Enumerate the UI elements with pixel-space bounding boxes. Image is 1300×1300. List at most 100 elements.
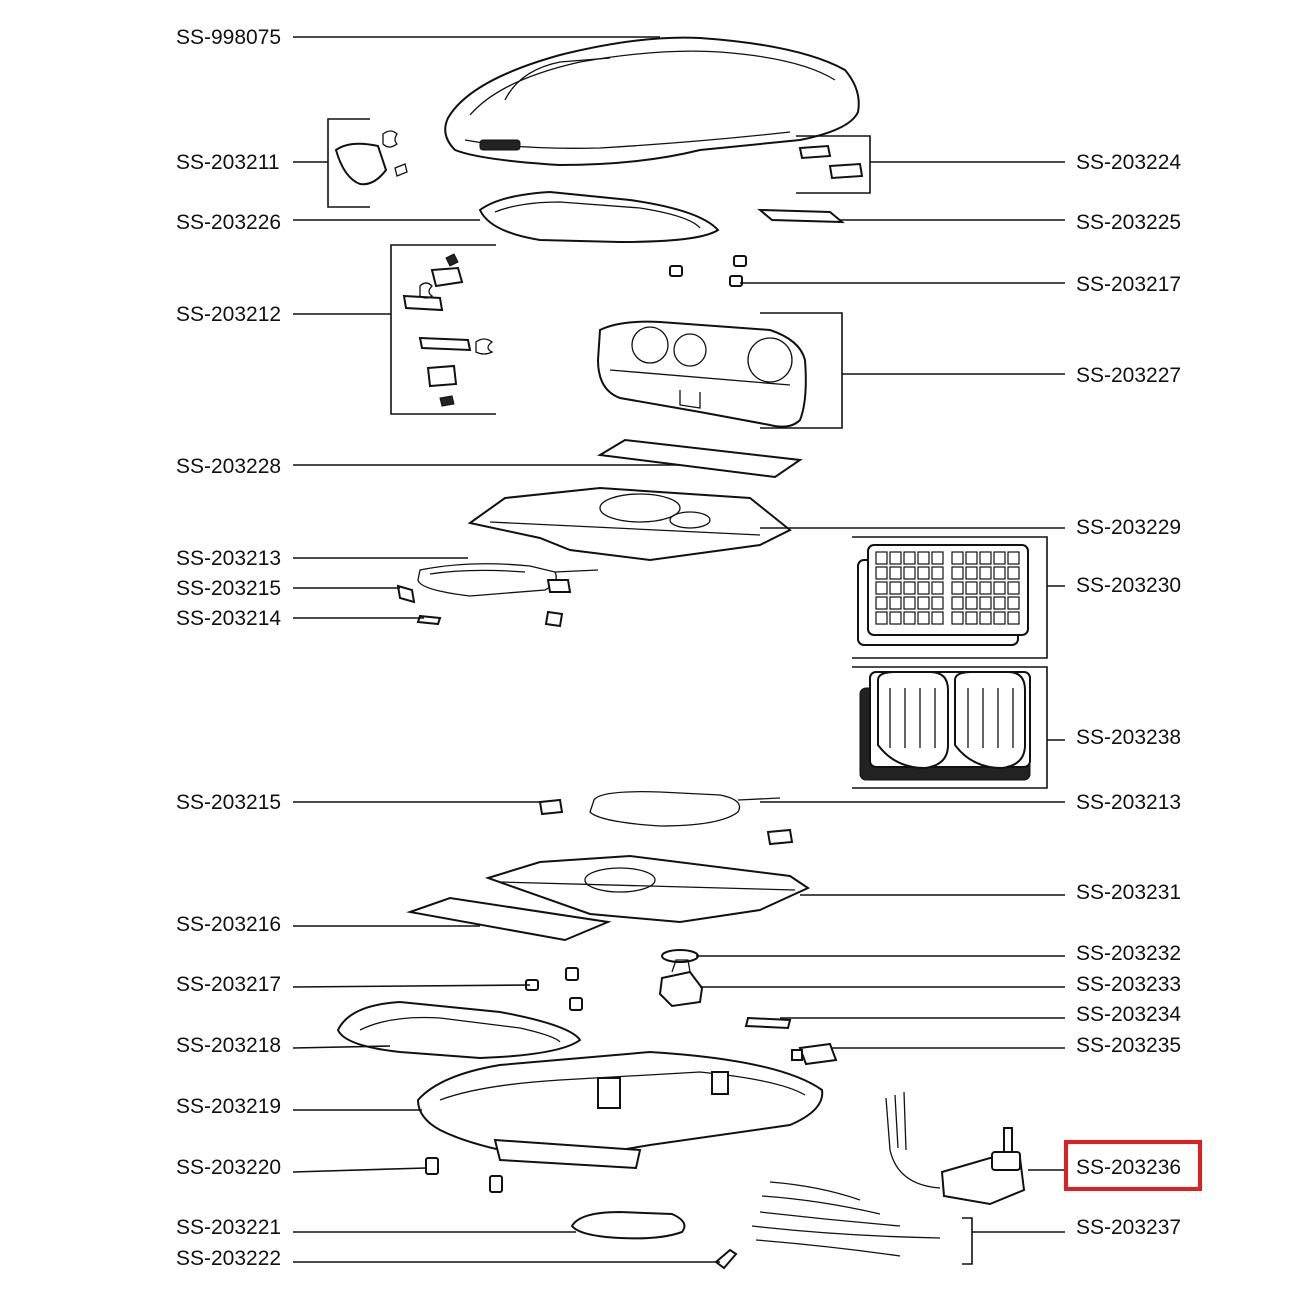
waffle-cell — [993, 551, 1006, 565]
bushings-bottom-part — [525, 967, 583, 1011]
label-ss-203229: SS-203229 — [1076, 516, 1181, 539]
label-ss-203233: SS-203233 — [1076, 973, 1181, 996]
top-lid-part — [444, 36, 860, 167]
label-ss-203228: SS-203228 — [176, 455, 281, 478]
waffle-cell — [889, 551, 902, 565]
label-ss-203222: SS-203222 — [176, 1247, 281, 1270]
waffle-cell — [931, 611, 944, 625]
leader-lines — [292, 36, 1065, 1265]
waffle-cell — [889, 611, 902, 625]
waffle-cell — [993, 611, 1006, 625]
waffle-cell — [917, 551, 930, 565]
waffle-cell — [903, 566, 916, 580]
highlight-box — [1064, 1140, 1202, 1191]
part-labels: SS-998075 SS-203211 SS-203226 SS-203212 … — [176, 26, 1181, 1270]
label-ss-203216: SS-203216 — [176, 913, 281, 936]
label-ss-203227: SS-203227 — [1076, 364, 1181, 387]
label-ss-203237: SS-203237 — [1076, 1216, 1181, 1239]
waffle-cell — [875, 551, 888, 565]
waffle-cell — [1007, 581, 1020, 595]
waffle-cell — [903, 581, 916, 595]
waffle-cell — [993, 581, 1006, 595]
waffle-cell — [931, 596, 944, 610]
waffle-cell — [903, 596, 916, 610]
waffle-cell — [979, 581, 992, 595]
waffle-cell — [917, 596, 930, 610]
waffle-cell — [1007, 596, 1020, 610]
bracket-part — [744, 1016, 792, 1030]
waffle-cell — [889, 566, 902, 580]
thermostat-part — [658, 959, 704, 1008]
label-ss-203231: SS-203231 — [1076, 881, 1181, 904]
lower-frame-part — [336, 1000, 582, 1060]
handle-part — [334, 130, 408, 186]
waffle-cell — [993, 596, 1006, 610]
label-ss-203215-top: SS-203215 — [176, 577, 281, 600]
label-ss-203235: SS-203235 — [1076, 1034, 1181, 1057]
screw-part — [714, 1248, 738, 1270]
waffle-cell — [1007, 611, 1020, 625]
label-ss-203213-bottom: SS-203213 — [1076, 791, 1181, 814]
waffle-cell — [903, 551, 916, 565]
waffle-cell — [903, 611, 916, 625]
base-part — [416, 1050, 824, 1170]
label-ss-203219: SS-203219 — [176, 1095, 281, 1118]
waffle-plates-part — [857, 544, 1029, 646]
insulation-sheet-part — [597, 438, 803, 479]
waffle-cell — [875, 566, 888, 580]
waffle-cell — [917, 611, 930, 625]
label-ss-203215-bottom: SS-203215 — [176, 791, 281, 814]
bushings-top-part — [669, 255, 747, 287]
label-ss-203213-top: SS-203213 — [176, 547, 281, 570]
waffle-cell — [875, 596, 888, 610]
label-ss-203230: SS-203230 — [1076, 574, 1181, 597]
waffle-cell — [979, 566, 992, 580]
latch-set-part — [402, 253, 494, 407]
heating-element-top-part — [417, 563, 599, 597]
label-ss-203224: SS-203224 — [1076, 151, 1181, 174]
label-ss-203212: SS-203212 — [176, 303, 281, 326]
label-ss-998075: SS-998075 — [176, 26, 281, 49]
waffle-cell — [951, 581, 964, 595]
label-ss-203221: SS-203221 — [176, 1216, 281, 1239]
label-ss-203211: SS-203211 — [176, 151, 280, 174]
waffle-cell — [917, 566, 930, 580]
cover-plate-part — [570, 1210, 686, 1240]
waffle-cell — [889, 596, 902, 610]
switch-part — [791, 1042, 838, 1066]
waffle-cell — [931, 566, 944, 580]
waffle-cell — [951, 611, 964, 625]
waffle-cell — [965, 581, 978, 595]
upper-carrier-part — [467, 486, 792, 562]
label-ss-203234: SS-203234 — [1076, 1003, 1181, 1026]
lower-carrier-part — [484, 854, 811, 924]
heating-element-bottom-part — [538, 791, 794, 846]
hinge-caps-part — [798, 144, 864, 180]
internal-wires-part — [751, 1181, 941, 1257]
waffle-cell — [951, 551, 964, 565]
feet-part — [425, 1157, 503, 1193]
waffle-cell — [965, 611, 978, 625]
label-ss-203238: SS-203238 — [1076, 726, 1181, 749]
waffle-cell — [993, 566, 1006, 580]
label-ss-203226: SS-203226 — [176, 211, 281, 234]
label-ss-203217-bottom: SS-203217 — [176, 973, 281, 996]
waffle-cell — [951, 596, 964, 610]
lid-frame-part — [478, 190, 720, 244]
waffle-cell — [1007, 566, 1020, 580]
power-cord-part — [885, 1091, 1026, 1206]
waffle-cell — [917, 581, 930, 595]
label-ss-203225: SS-203225 — [1076, 211, 1181, 234]
waffle-cell — [875, 611, 888, 625]
waffle-cell — [979, 596, 992, 610]
waffle-cell — [965, 596, 978, 610]
waffle-cell — [979, 551, 992, 565]
label-ss-203218: SS-203218 — [176, 1034, 281, 1057]
label-ss-203220: SS-203220 — [176, 1156, 281, 1179]
clips-top-part — [396, 579, 572, 628]
waffle-cell — [965, 566, 978, 580]
waffle-cell — [1007, 551, 1020, 565]
label-ss-203232: SS-203232 — [1076, 942, 1181, 965]
